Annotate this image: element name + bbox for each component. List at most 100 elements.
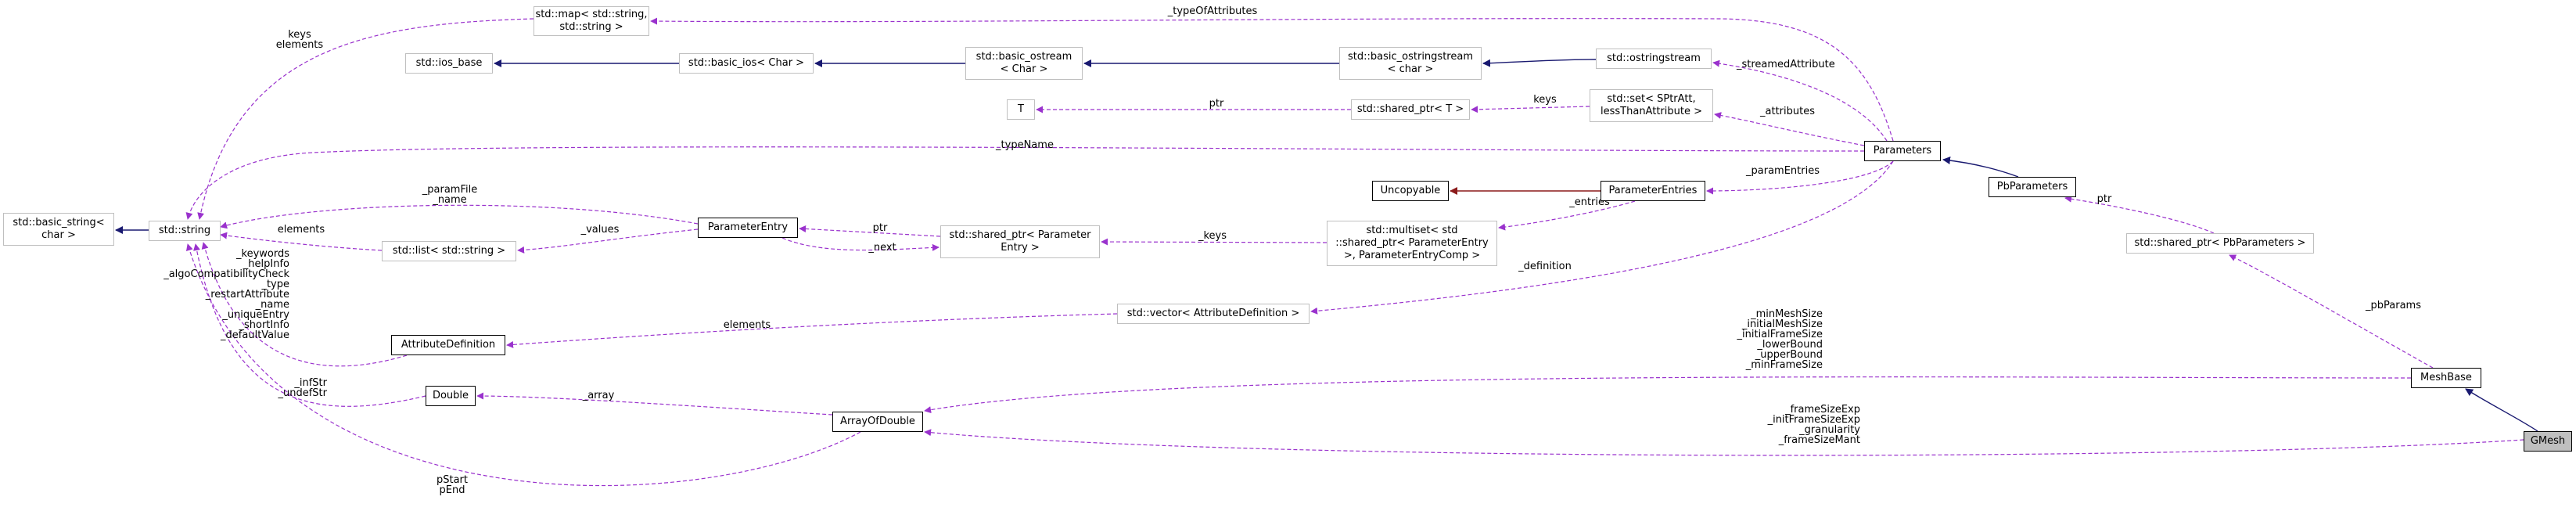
usage-edge-inf-str-undef-str [193, 243, 426, 407]
edge-label-paramfile-name: _paramFile_name [422, 184, 477, 206]
edge-label-line: _initialMeshSize [1741, 318, 1823, 330]
node-std-basic-ostream[interactable]: std::basic_ostream< Char > [965, 47, 1083, 80]
edge-label-line: elements [276, 39, 324, 51]
node-double[interactable]: Double [426, 386, 476, 406]
node-std-multiset[interactable]: std::multiset< std::shared_ptr< Paramete… [1327, 221, 1497, 266]
usage-edge-ptr-pe [799, 225, 941, 237]
edge-label-line: _values [580, 224, 620, 236]
edge-label-line: _pbParams [2365, 300, 2421, 311]
node-pb-parameters[interactable]: PbParameters [1989, 177, 2076, 197]
node-std-list[interactable]: std::list< std::string > [382, 241, 516, 261]
node-label-line: ParameterEntry [707, 221, 789, 233]
usage-edge-streamed-attribute [1712, 59, 1888, 142]
edge-label-paramentries: _paramEntries [1745, 165, 1820, 177]
usage-edge-ptr-pb [2064, 195, 2215, 234]
edge-label-line: _helpInfo [243, 258, 289, 270]
edge-label-line: _shortInfo [238, 319, 289, 331]
node-label-line: ParameterEntries [1608, 185, 1698, 196]
inheritance-edge-pb-parameters-parameters [1942, 157, 2019, 178]
usage-edge-attributes [1714, 112, 1865, 146]
edge-label-infstr-undefstr: _infStr_undefStr [278, 377, 328, 399]
usage-edge-keys-elements [197, 18, 534, 220]
node-uncopyable[interactable]: Uncopyable [1372, 181, 1449, 201]
node-std-string[interactable]: std::string [149, 221, 221, 241]
edge-label-frame-sizes: _frameSizeExp_initFrameSizeExp_granulari… [1767, 404, 1861, 446]
usage-edge-pb-params [2229, 254, 2434, 369]
node-label-line: std::shared_ptr< T > [1356, 103, 1464, 115]
node-label-line: < Char > [1000, 63, 1048, 75]
usage-edge-p-start-p-end [186, 243, 861, 487]
edge-label-line: _keys [1198, 230, 1227, 242]
edge-label-line: elements [724, 319, 771, 331]
node-std-basic-string[interactable]: std::basic_string<char > [3, 213, 114, 246]
node-attribute-definition[interactable]: AttributeDefinition [391, 335, 505, 355]
edge-label-line: _paramEntries [1745, 165, 1820, 177]
node-label-line: Double [432, 390, 469, 401]
edge-label-mesh-sizes: _minMeshSize_initialMeshSize_initialFram… [1737, 308, 1823, 371]
edge-label-line: _defaultValue [220, 329, 289, 341]
edge-label-line: _attributes [1759, 106, 1815, 117]
edge-label-array: _array [582, 390, 615, 401]
node-parameter-entries[interactable]: ParameterEntries [1601, 181, 1705, 201]
node-gmesh[interactable]: GMesh [2524, 431, 2572, 452]
usage-edge-array [476, 392, 833, 416]
edge-label-line: ptr [873, 222, 888, 234]
edge-label-line: _streamedAttribute [1736, 59, 1835, 70]
node-array-of-double[interactable]: ArrayOfDouble [832, 412, 923, 432]
node-std-basic-ostringstream[interactable]: std::basic_ostringstream< char > [1339, 47, 1482, 80]
node-label-line: std::string [158, 225, 211, 236]
usage-edge-values [517, 229, 699, 254]
usage-edge-mesh-sizes [924, 376, 2412, 414]
node-label-line: std::set< SPtrAtt, [1607, 93, 1696, 105]
node-parameter-entry[interactable]: ParameterEntry [698, 218, 798, 238]
edge-label-entries: _entries [1568, 196, 1610, 208]
node-label-line: ::shared_ptr< ParameterEntry [1335, 237, 1489, 249]
node-mesh-base[interactable]: MeshBase [2411, 368, 2481, 388]
node-label-line: std::multiset< std [1366, 225, 1458, 236]
node-std-vector[interactable]: std::vector< AttributeDefinition > [1117, 304, 1310, 324]
node-label-line: Entry > [1001, 242, 1040, 254]
node-std-basic-ios[interactable]: std::basic_ios< Char > [679, 53, 814, 74]
edge-label-line: _uniqueEntry [221, 309, 289, 321]
node-label-line: std::vector< AttributeDefinition > [1126, 308, 1300, 319]
edge-label-line: _minFrameSize [1745, 359, 1823, 371]
node-std-map[interactable]: std::map< std::string,std::string > [534, 6, 649, 36]
node-std-ios-base[interactable]: std::ios_base [405, 53, 493, 74]
node-label-line: std::list< std::string > [392, 245, 506, 257]
node-label-line: std::map< std::string, [535, 9, 648, 20]
usage-edge-param-file-name [220, 204, 699, 229]
usage-edge-type-name [185, 146, 1865, 220]
node-parameters[interactable]: Parameters [1864, 141, 1941, 161]
node-label-line: PbParameters [1996, 181, 2068, 193]
usage-edge-type-of-attributes [650, 17, 1894, 142]
usage-edge-next [781, 237, 940, 251]
node-label-line: std::ios_base [415, 57, 483, 69]
edge-label-line: _next [868, 242, 896, 254]
node-std-shared-ptr-pb-parameters[interactable]: std::shared_ptr< PbParameters > [2126, 233, 2314, 254]
node-label-line: MeshBase [2420, 372, 2472, 383]
edge-label-typeofattributes: _typeOfAttributes [1167, 5, 1258, 17]
edge-label-elements-vector: elements [724, 319, 771, 331]
node-label-line: ArrayOfDouble [840, 416, 915, 427]
edge-label-ptr-pb: ptr [2097, 193, 2112, 205]
node-template-t[interactable]: T [1007, 99, 1035, 120]
node-std-shared-ptr-t[interactable]: std::shared_ptr< T > [1351, 99, 1470, 120]
usage-edge-definition [1310, 160, 1894, 315]
usage-edge-elements-vector [506, 313, 1118, 348]
node-label-line: std::shared_ptr< PbParameters > [2134, 237, 2306, 249]
node-std-set[interactable]: std::set< SPtrAtt,lessThanAttribute > [1590, 89, 1713, 122]
node-std-ostringstream[interactable]: std::ostringstream [1596, 49, 1712, 69]
usage-edge-frame-sizes [924, 429, 2524, 456]
edge-label-line: ptr [1209, 98, 1224, 110]
edge-label-keys-multiset: _keys [1198, 230, 1227, 242]
edge-label-next: _next [868, 242, 896, 254]
node-label-line: std::ostringstream [1607, 52, 1701, 64]
node-label-line: char > [41, 229, 76, 241]
inheritance-edge-ostringstream-basic-ostringstream [1482, 59, 1597, 67]
edge-label-line: _minMeshSize [1750, 308, 1823, 320]
edge-label-line: _array [582, 390, 615, 401]
usage-edge-attrdef-members [201, 242, 408, 367]
